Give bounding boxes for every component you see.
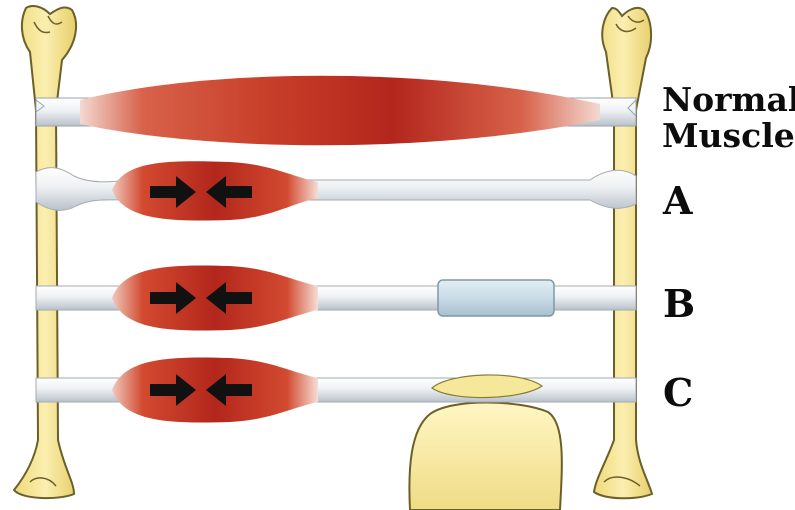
left-bone — [14, 6, 76, 498]
tendon-sheath — [438, 280, 554, 316]
row-b — [36, 265, 636, 330]
row-a-label: A — [663, 182, 692, 220]
normal-label-line1: Normal — [662, 80, 795, 119]
right-bone — [594, 8, 652, 498]
row-b-label: B — [663, 285, 695, 323]
normal-muscle-belly — [80, 76, 600, 146]
row-a — [36, 161, 636, 220]
normal-muscle-label: Normal Muscle — [662, 82, 795, 154]
row-c — [36, 357, 636, 510]
normal-label-line2: Muscle — [662, 116, 795, 155]
normal-muscle-row — [36, 76, 636, 146]
bony-prominence — [409, 403, 561, 510]
row-c-label: C — [663, 374, 693, 412]
